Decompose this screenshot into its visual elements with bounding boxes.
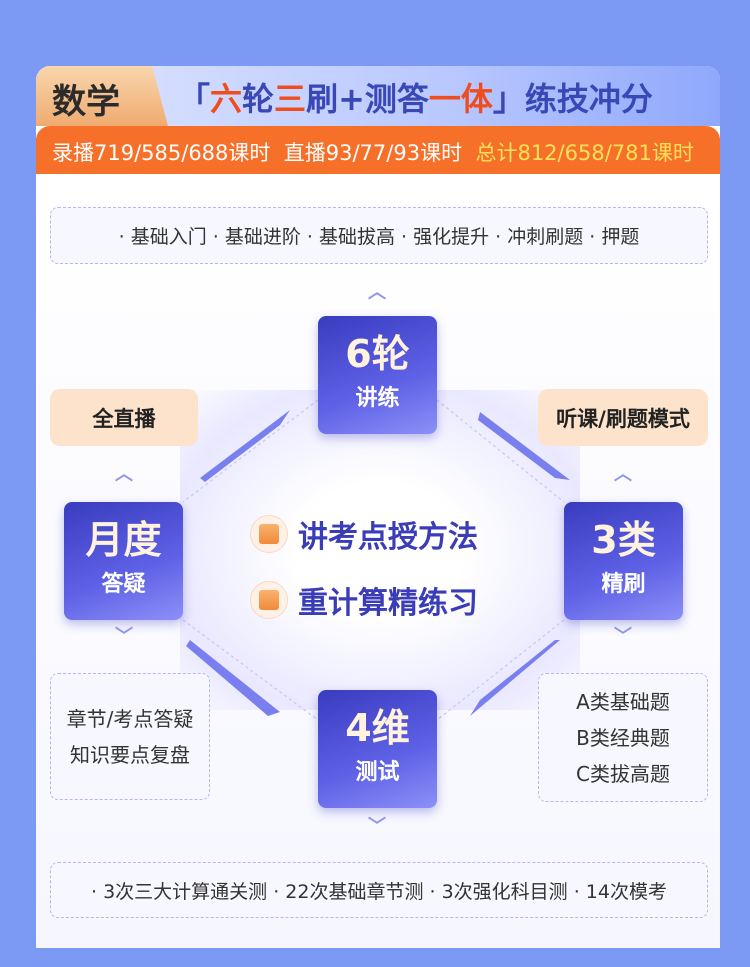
slogan-part: 刷+测答 [306, 80, 429, 118]
node-subtitle: 答疑 [101, 572, 146, 597]
center-line-text: 讲考点授方法 [298, 520, 478, 555]
node-4-tests: 4维测试 [318, 690, 437, 808]
chevron-down-icon: ﹀ [115, 626, 133, 647]
chevron-down-icon: ﹀ [614, 626, 632, 647]
bracket: 「 [178, 80, 211, 118]
hours-bar: 录播719/585/688课时 直播93/77/93课时 总计812/658/7… [36, 126, 720, 174]
slogan: 「六轮三刷+测答一体」练技冲分 [178, 74, 653, 120]
stages-band: · 基础入门 · 基础进阶 · 基础拔高 · 强化提升 · 冲刺刷题 · 押题 [50, 207, 708, 264]
node-title: 6轮 [345, 332, 410, 376]
total-hours: 总计812/658/781课时 [475, 141, 694, 165]
list-item: B类经典题 [576, 725, 670, 750]
arrow-icon [470, 640, 560, 716]
slogan-part: 一体 [428, 80, 493, 118]
node-6-rounds: 6轮讲练 [318, 316, 437, 434]
list-item: 章节/考点答疑 [66, 706, 194, 731]
node-title: 4维 [345, 706, 410, 750]
list-item: 知识要点复盘 [70, 742, 190, 767]
qa-list: 章节/考点答疑知识要点复盘 [50, 673, 210, 800]
node-subtitle: 测试 [355, 760, 400, 785]
list-item: A类基础题 [576, 689, 670, 714]
center-text: 讲考点授方法 重计算精练习 [250, 512, 478, 622]
center-line-text: 重计算精练习 [298, 586, 478, 621]
recorded-hours: 录播719/585/688课时 [52, 141, 271, 165]
list-item: C类拔高题 [576, 761, 670, 786]
node-subtitle: 讲练 [355, 386, 400, 411]
arrow-icon [478, 412, 570, 480]
question-types-list: A类基础题 B类经典题 C类拔高题 [538, 673, 708, 802]
chevron-up-icon: ︿ [614, 464, 632, 485]
slogan-part: 六 [210, 80, 243, 118]
node-title: 3类 [591, 518, 656, 562]
tag-live: 全直播 [50, 389, 198, 446]
arrow-icon [186, 640, 280, 716]
slogan-part: 三 [274, 80, 307, 118]
node-monthly-qa: 月度答疑 [64, 502, 183, 620]
node-title: 月度 [85, 518, 162, 562]
slogan-part: 轮 [242, 80, 275, 118]
chevron-up-icon: ︿ [368, 282, 386, 303]
node-3-types: 3类精刷 [564, 502, 683, 620]
arrow-icon [200, 410, 290, 482]
chevron-up-icon: ︿ [115, 464, 133, 485]
center-line: 讲考点授方法 [250, 512, 478, 556]
chevron-down-icon: ﹀ [368, 816, 386, 837]
center-line: 重计算精练习 [250, 578, 478, 622]
teacher-icon [250, 515, 288, 553]
slogan-part: 」练技冲分 [492, 80, 653, 118]
live-hours: 直播93/77/93课时 [283, 141, 463, 165]
subject-tab: 数学 [36, 66, 168, 126]
tag-mode: 听课/刷题模式 [538, 389, 708, 446]
node-subtitle: 精刷 [601, 572, 646, 597]
notepad-icon [250, 581, 288, 619]
tests-band: · 3次三大计算通关测 · 22次基础章节测 · 3次强化科目测 · 14次模考 [50, 862, 708, 918]
